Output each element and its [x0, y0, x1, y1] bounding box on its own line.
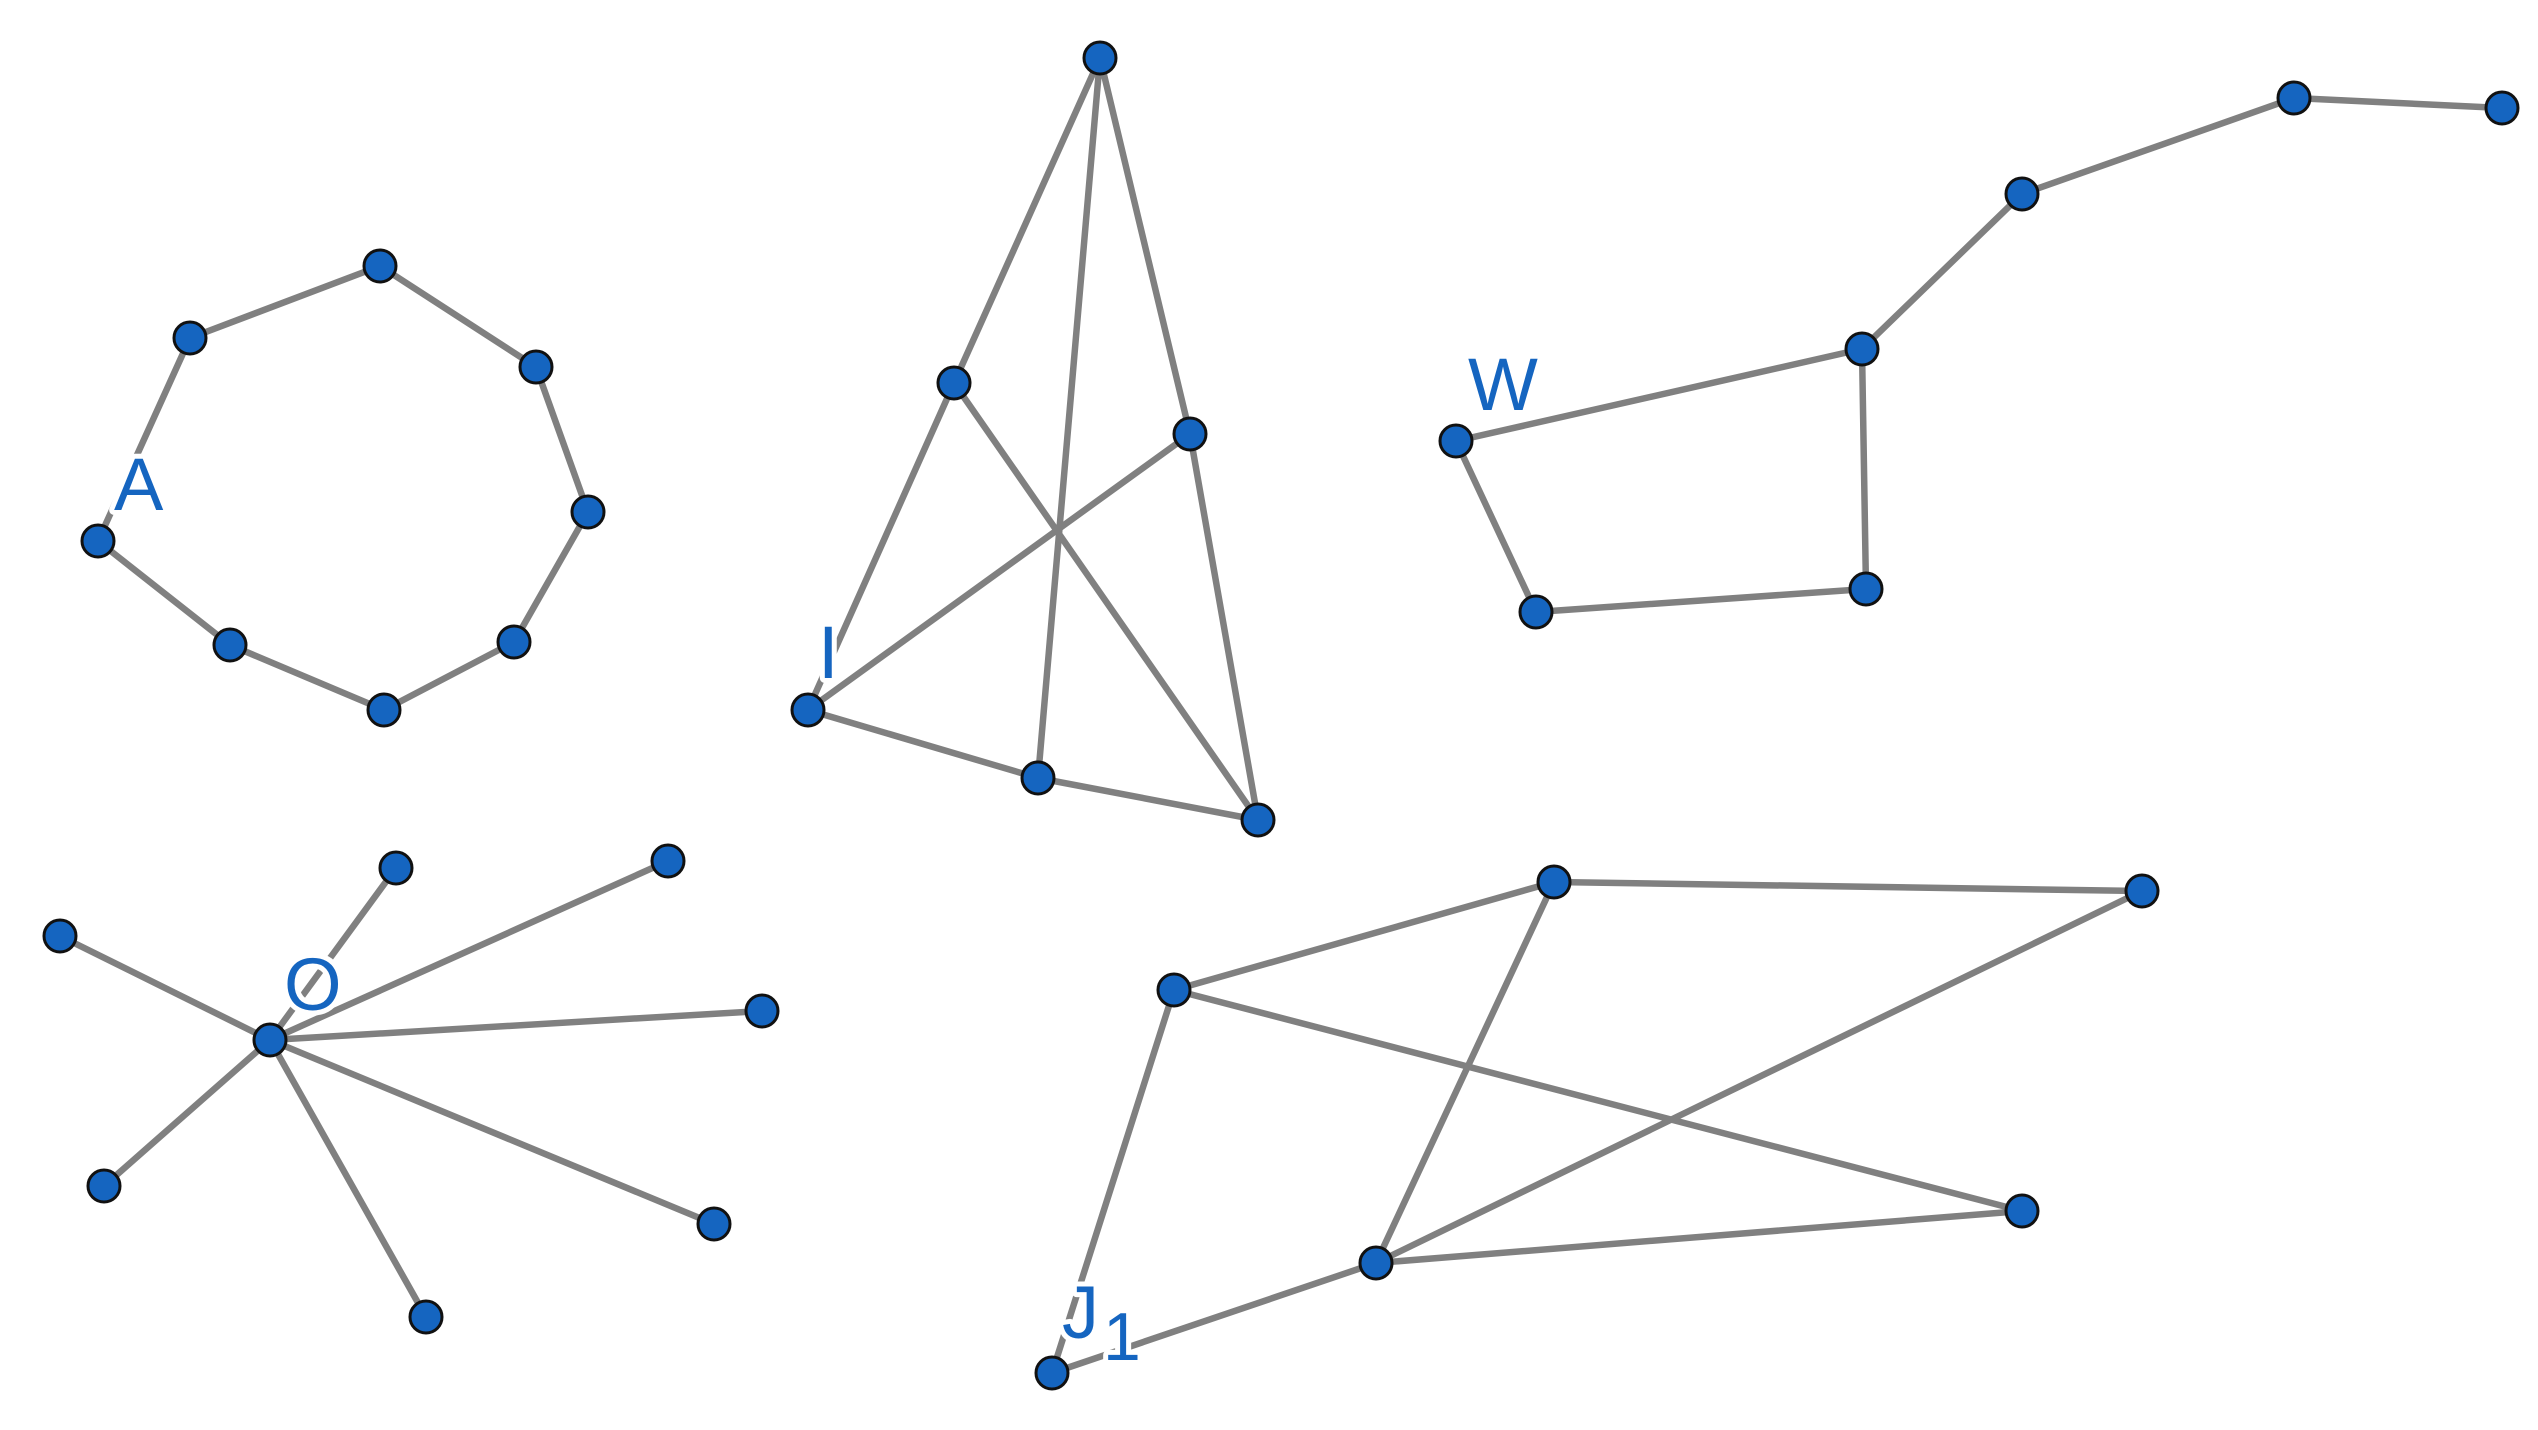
graph-W-vertex-6 — [1848, 571, 1884, 607]
graph-J1-edge-3 — [1372, 878, 1558, 1267]
graph-A-vertices — [80, 248, 606, 728]
graph-I-vertices — [790, 40, 1276, 838]
graph-A-edge-6 — [226, 641, 388, 714]
graph-O-vertex-7 — [696, 1206, 732, 1242]
graph-J1-vertex-2 — [1156, 972, 1192, 1008]
graph-I-vertex-2 — [936, 365, 972, 401]
graph-O-vertex-8 — [408, 1299, 444, 1335]
graph-W-vertex-1 — [1438, 423, 1474, 459]
graph-A-edge-2 — [376, 262, 540, 371]
graph-label-A: A — [114, 443, 164, 526]
graph-label-J1-subscript: 1 — [1103, 1299, 1141, 1375]
graph-W-vertex-3 — [2004, 176, 2040, 212]
graph-A-edges — [94, 262, 592, 714]
graph-A-edge-3 — [532, 363, 592, 516]
graph-J1-edge-1 — [1170, 878, 1558, 994]
graph-O-vertex-4 — [744, 993, 780, 1029]
graph-A-edge-7 — [94, 537, 234, 649]
graph-O-vertex-2 — [378, 850, 414, 886]
graph-I-edge-6 — [804, 430, 1194, 714]
graph-A-edge-5 — [380, 638, 518, 714]
graph-J1-vertex-4 — [2004, 1193, 2040, 1229]
graph-J1-edge-5 — [1048, 986, 1178, 1377]
graph-O-edge-2 — [266, 857, 672, 1044]
graph-I-edge-8 — [804, 706, 1042, 782]
graph-A-edge-8 — [94, 334, 194, 545]
graph-J1-vertex-3 — [2124, 873, 2160, 909]
graph-O-vertex-5 — [42, 918, 78, 954]
graph-W-edge-4 — [2290, 94, 2506, 112]
graph-W-vertex-2 — [1844, 331, 1880, 367]
graph-W-edge-7 — [1452, 437, 1540, 616]
graph-I-edge-9 — [1034, 774, 1262, 824]
graph-O-edge-7 — [266, 1036, 430, 1321]
graph-O-vertex-1 — [252, 1022, 288, 1058]
graph-J1-edges — [1048, 878, 2146, 1377]
graph-J1-edge-4 — [1170, 986, 2026, 1215]
graph-label-I: I — [818, 611, 839, 694]
graph-O-edge-3 — [266, 1007, 766, 1044]
graph-W-vertex-4 — [2276, 80, 2312, 116]
graph-W-edge-1 — [1452, 345, 1866, 445]
graph-W-edges — [1452, 94, 2506, 616]
graph-J1-edge-7 — [1372, 1207, 2026, 1267]
graph-A-vertex-8 — [80, 523, 116, 559]
graph-label-W: W — [1468, 343, 1538, 426]
graph-A-vertex-6 — [366, 692, 402, 728]
graph-W-vertices — [1438, 80, 2520, 630]
graph-W-edge-6 — [1532, 585, 1870, 616]
graph-I-edge-3 — [1034, 54, 1104, 782]
graph-A-vertex-4 — [570, 494, 606, 530]
labels-layer: A I W O J1 — [109, 338, 1543, 1380]
graph-J1-vertex-6 — [1034, 1355, 1070, 1391]
graph-O-vertex-6 — [86, 1168, 122, 1204]
graph-I-edge-5 — [950, 379, 1262, 824]
graph-J1-vertices — [1034, 864, 2160, 1391]
graph-A-vertex-2 — [362, 248, 398, 284]
graph-I-edges — [804, 54, 1262, 824]
graph-O-vertex-3 — [650, 843, 686, 879]
graph-A-vertex-5 — [496, 624, 532, 660]
graph-A-vertex-1 — [172, 320, 208, 356]
graph-I-vertex-6 — [1240, 802, 1276, 838]
graph-I-vertex-3 — [1172, 416, 1208, 452]
graph-W-edge-2 — [1858, 190, 2026, 353]
graph-A-edge-4 — [510, 508, 592, 646]
graph-I-vertex-1 — [1082, 40, 1118, 76]
graph-O-edge-5 — [100, 1036, 274, 1190]
graph-label-J1: J1 — [1062, 1271, 1141, 1375]
graph-O-vertices — [42, 843, 780, 1335]
graph-O-edge-4 — [56, 932, 274, 1044]
graph-W-edge-3 — [2018, 94, 2298, 198]
graph-W-vertex-7 — [1518, 594, 1554, 630]
graph-J1-edge-8 — [1048, 1259, 1380, 1377]
graph-I-edge-2 — [1096, 54, 1194, 438]
graph-I-edge-4 — [804, 379, 958, 714]
graph-J1-vertex-5 — [1358, 1245, 1394, 1281]
graph-J1-edge-6 — [1372, 887, 2146, 1267]
graph-W-edge-5 — [1858, 345, 1870, 593]
graph-O-edge-1 — [266, 864, 400, 1044]
graph-A-vertex-7 — [212, 627, 248, 663]
graph-O-edge-6 — [266, 1036, 718, 1228]
graph-A-edge-1 — [186, 262, 384, 342]
graph-label-O: O — [284, 943, 342, 1026]
graph-J1-vertex-1 — [1536, 864, 1572, 900]
graph-W-vertex-5 — [2484, 90, 2520, 126]
graph-I-edge-7 — [1186, 430, 1262, 824]
graph-O-edges — [56, 857, 766, 1321]
graph-A-vertex-3 — [518, 349, 554, 385]
graph-I-edge-1 — [950, 54, 1104, 387]
edges-layer — [56, 54, 2506, 1377]
graph-I-vertex-5 — [1020, 760, 1056, 796]
graph-I-vertex-4 — [790, 692, 826, 728]
vertices-layer — [42, 40, 2520, 1391]
graph-J1-edge-2 — [1550, 878, 2146, 895]
